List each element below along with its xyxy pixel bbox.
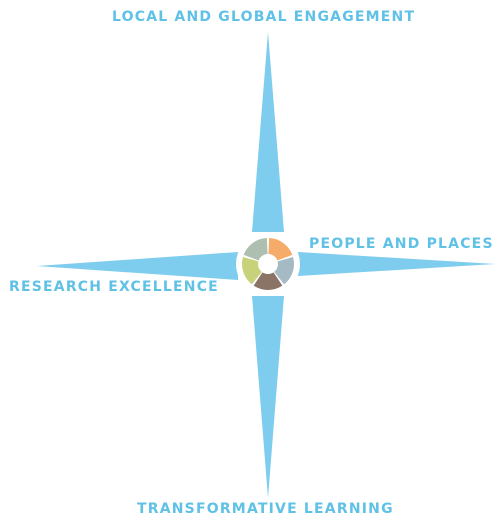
- direction-label-left: RESEARCH EXCELLENCE: [9, 279, 219, 295]
- wheel-segment-orange: [268, 238, 293, 261]
- direction-label-bottom: TRANSFORMATIVE LEARNING: [137, 501, 394, 517]
- center-wheel: [242, 238, 294, 290]
- compass-point-north: [252, 32, 284, 232]
- compass-point-west: [37, 252, 238, 280]
- compass-point-south: [252, 296, 284, 498]
- wheel-segment-brown: [253, 272, 283, 290]
- compass-point-east: [298, 252, 495, 276]
- direction-label-top: LOCAL AND GLOBAL ENGAGEMENT: [112, 9, 416, 25]
- wheel-segment-slate: [274, 257, 294, 285]
- wheel-segment-sage: [243, 238, 268, 261]
- direction-label-right: PEOPLE AND PLACES: [309, 236, 494, 252]
- wheel-segment-green: [242, 257, 262, 285]
